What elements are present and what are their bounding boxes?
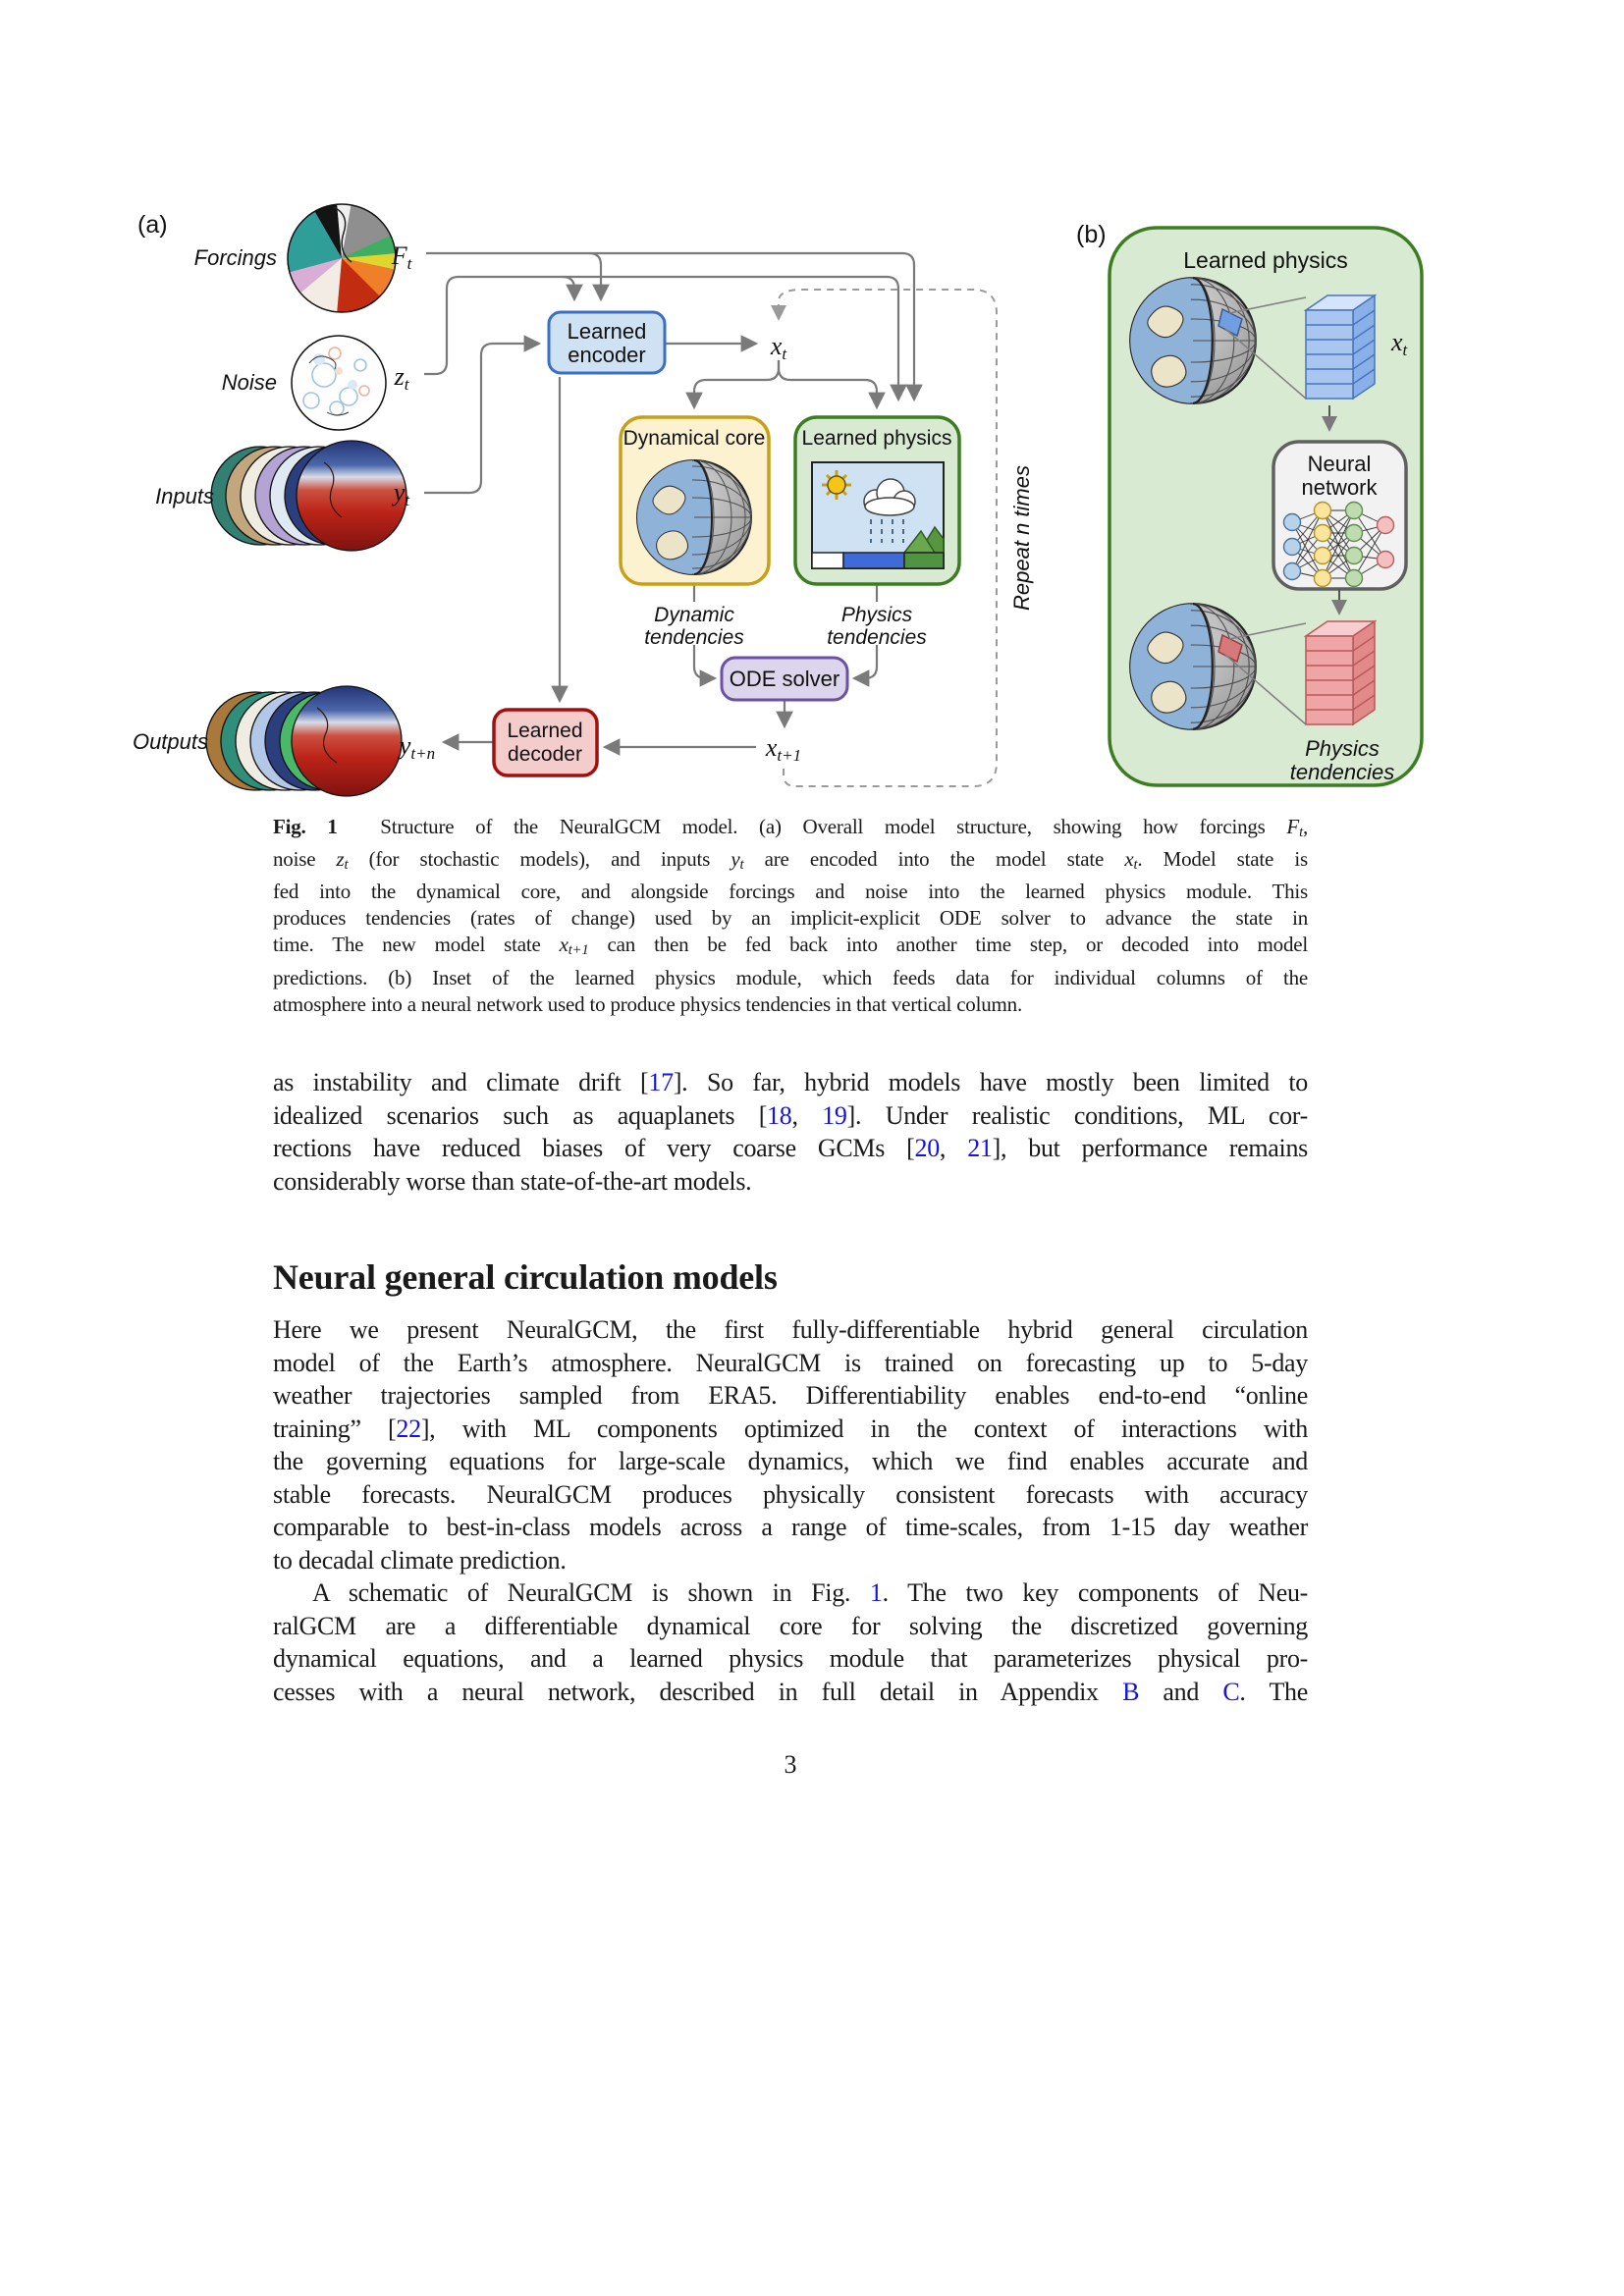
text-line: noise zt (for stochastic models), and in… [273, 847, 1308, 874]
text-line: produces tendencies (rates of change) us… [273, 906, 1308, 931]
repeat-n-times-label: Repeat n times [1009, 465, 1034, 611]
weather-scene-icon [811, 461, 945, 569]
inset-globe-bottom [1130, 604, 1256, 729]
section-heading: Neural general circulation models [273, 1257, 778, 1297]
text-line: Fig. 1 Structure of the NeuralGCM model.… [273, 815, 1309, 841]
physics-tendencies-column [1303, 619, 1378, 726]
text-line: to decadal climate prediction. [273, 1545, 567, 1575]
text-line: atmosphere into a neural network used to… [273, 991, 1023, 1016]
encoder-label-line1: Learned [568, 319, 647, 344]
text-line: ralGCM are a differentiable dynamical co… [273, 1611, 1308, 1640]
text-line: Here we present NeuralGCM, the first ful… [273, 1315, 1308, 1344]
inputs-label: Inputs [155, 484, 214, 508]
forcings-label: Forcings [194, 245, 277, 270]
panel-a-label: (a) [137, 211, 168, 239]
text-line: fed into the dynamical core, and alongsi… [273, 880, 1308, 904]
outputs-symbol: yt+n [397, 731, 435, 763]
repeat-loop-dashed [771, 289, 998, 787]
outputs-label: Outputs [133, 729, 208, 754]
text-line: the governing equations for large-scale … [273, 1447, 1308, 1475]
encoder-label-line2: encoder [568, 343, 646, 367]
dynamic-tendencies-label: Dynamic [654, 604, 734, 626]
ode-solver-box: ODE solver [720, 656, 849, 702]
text-line: idealized scenarios such as aquaplanets … [273, 1100, 1308, 1130]
panel-b-label: (b) [1076, 221, 1107, 248]
text-line: model of the Earth’s atmosphere. NeuralG… [273, 1348, 1308, 1377]
learned-physics-label: Learned physics [802, 427, 952, 450]
learned-decoder-box: Learned decoder [492, 708, 599, 777]
decoder-label-line1: Learned [507, 720, 582, 742]
noise-globe [291, 335, 387, 431]
paragraph-1: as instability and climate drift [17]. S… [273, 1066, 1308, 1198]
column-patch-blue [1218, 307, 1243, 338]
inset-physics-tendencies-label: Physics [1305, 736, 1380, 761]
rain-icon [870, 519, 904, 543]
ode-solver-label: ODE solver [730, 667, 839, 691]
page-number: 3 [784, 1750, 797, 1779]
outputs-stack [205, 685, 403, 797]
text-line: rections have reduced biases of very coa… [273, 1134, 1308, 1162]
inset-xt-symbol: xt [1390, 328, 1409, 359]
cloud-icon [863, 478, 916, 516]
text-line: stable forecasts. NeuralGCM produces phy… [273, 1479, 1308, 1509]
physics-tendencies-label: Physics [841, 604, 913, 626]
inset-globe-top [1130, 278, 1256, 403]
text-line: A schematic of NeuralGCM is shown in Fig… [312, 1578, 1309, 1607]
dynamic-tendencies-label: tendencies [644, 626, 744, 649]
inset-title: Learned physics [1183, 247, 1348, 273]
inset-physics-tendencies-label: tendencies [1290, 760, 1394, 784]
dynamical-core-box: Dynamical core [619, 415, 771, 586]
nn-label-line1: Neural [1308, 452, 1372, 476]
flow-arrows [424, 251, 923, 756]
model-state-column [1303, 294, 1378, 400]
state-xt1-symbol: xt+1 [765, 733, 801, 765]
text-line: cesses with a neural network, described … [273, 1677, 1308, 1706]
inputs-stack [210, 440, 407, 552]
text-line: as instability and climate drift [17]. S… [273, 1068, 1309, 1096]
text-line: considerably worse than state-of-the-art… [273, 1166, 752, 1196]
figure-caption: Fig. 1 Structure of the NeuralGCM model.… [273, 814, 1308, 1018]
learned-physics-box: Learned physics [793, 415, 961, 586]
forcings-globe [287, 203, 397, 313]
nn-label-line2: network [1301, 475, 1378, 500]
neural-network-diagram [1282, 501, 1395, 588]
noise-symbol: zt [394, 362, 410, 394]
text-line: dynamical equations, and a learned physi… [273, 1644, 1308, 1673]
text-line: weather trajectories sampled from ERA5. … [273, 1381, 1308, 1410]
text-line: training” [22], with ML components optim… [273, 1414, 1308, 1443]
figure-1: (a) Forcings Ft [133, 203, 1424, 797]
learned-physics-inset: Learned physics xt [1108, 226, 1424, 787]
text-line: comparable to best-in-class models acros… [273, 1513, 1308, 1541]
learned-encoder-box: Learned encoder [547, 310, 667, 375]
dynamical-core-label: Dynamical core [623, 427, 766, 450]
neural-network-box: Neural network [1272, 440, 1408, 591]
text-line: predictions. (b) Inset of the learned ph… [273, 965, 1308, 989]
dynamical-core-globe [637, 460, 751, 574]
state-xt-symbol: xt [770, 332, 788, 363]
paragraph-3: A schematic of NeuralGCM is shown in Fig… [273, 1576, 1308, 1708]
decoder-label-line2: decoder [508, 743, 582, 766]
paragraph-2: Here we present NeuralGCM, the first ful… [273, 1313, 1308, 1576]
noise-label: Noise [222, 370, 277, 395]
text-line: time. The new model state xt+1 can then … [273, 933, 1309, 959]
column-patch-red [1218, 633, 1243, 664]
forcings-symbol: Ft [391, 241, 413, 273]
inputs-symbol: yt [391, 478, 411, 509]
physics-tendencies-label: tendencies [827, 626, 927, 649]
